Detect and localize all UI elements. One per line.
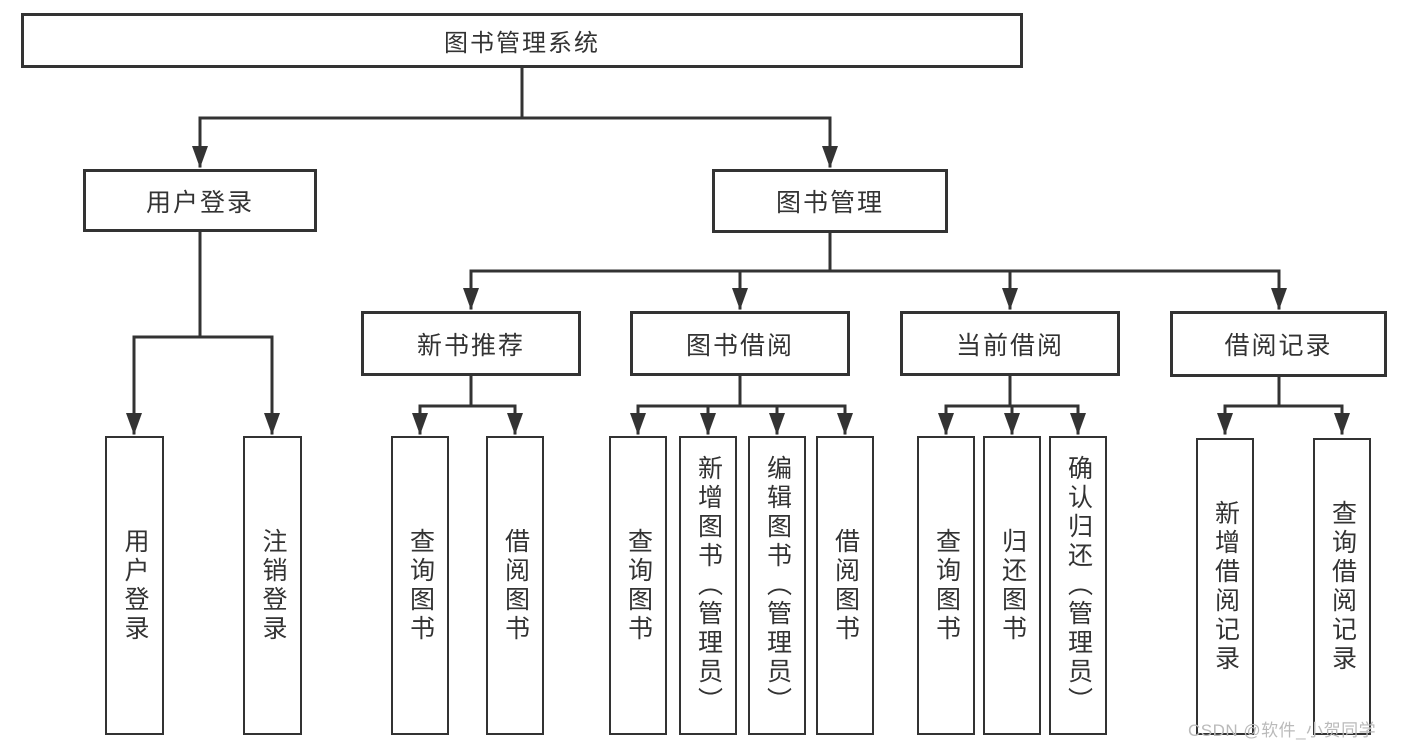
- leaf-query-books-recommend: 查询图书: [391, 436, 449, 735]
- node-user-login: 用户登录: [83, 169, 317, 232]
- leaf-borrow-books: 借阅图书: [816, 436, 874, 735]
- leaf-confirm-return-admin: 确认归还（管理员）: [1049, 436, 1107, 735]
- leaf-query-borrow-record: 查询借阅记录: [1313, 438, 1371, 735]
- leaf-edit-books-admin: 编辑图书（管理员）: [748, 436, 806, 735]
- leaf-borrow-books-recommend: 借阅图书: [486, 436, 544, 735]
- leaf-return-books: 归还图书: [983, 436, 1041, 735]
- node-borrow-record: 借阅记录: [1170, 311, 1387, 377]
- node-new-book-recommend: 新书推荐: [361, 311, 581, 376]
- node-book-borrow: 图书借阅: [630, 311, 850, 376]
- leaf-query-books-current: 查询图书: [917, 436, 975, 735]
- node-current-borrow: 当前借阅: [900, 311, 1120, 376]
- node-book-management: 图书管理: [712, 169, 948, 233]
- csdn-watermark: CSDN @软件_小贺同学: [1188, 721, 1377, 740]
- leaf-query-books-borrow: 查询图书: [609, 436, 667, 735]
- leaf-logout: 注销登录: [243, 436, 302, 735]
- leaf-user-login: 用户登录: [105, 436, 164, 735]
- leaf-add-books-admin: 新增图书（管理员）: [679, 436, 737, 735]
- node-library-management-system: 图书管理系统: [21, 13, 1023, 68]
- leaf-add-borrow-record: 新增借阅记录: [1196, 438, 1254, 735]
